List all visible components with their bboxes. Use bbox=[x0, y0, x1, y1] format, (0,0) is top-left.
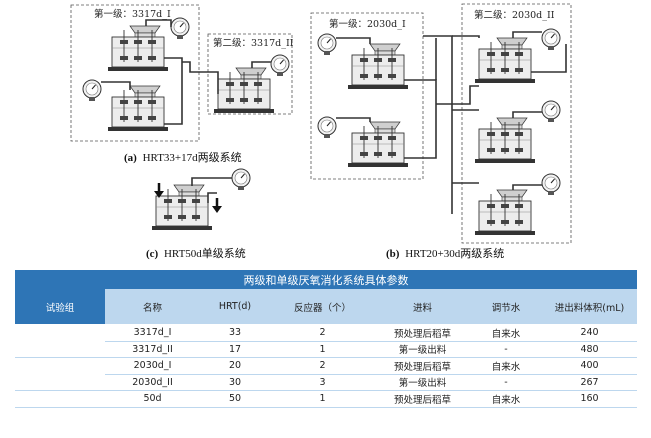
table-row: HRT50d 50d 50 1 预处理后稻草 自来水 160 bbox=[15, 390, 638, 408]
panel-b-stage2-reactor-3 bbox=[474, 189, 536, 236]
group-name-cell: HRT50d bbox=[15, 390, 105, 408]
parameters-table: 两级和单级厌氧消化系统具体参数 试验组 名称 HRT(d) 反应器（个） 进料 … bbox=[15, 270, 638, 408]
table-cell: 自来水 bbox=[470, 390, 542, 408]
table-row: HRT20+30d 2030d_I 20 2 预处理后稻草 自来水 400 bbox=[15, 357, 638, 391]
panel-a-pipes bbox=[101, 19, 271, 125]
panel-b-stage1-reactor-2 bbox=[347, 121, 409, 168]
panel-b-stage2-reactor-1 bbox=[474, 37, 536, 84]
table-cell: 2030d_II bbox=[105, 374, 200, 391]
panel-c-caption: (c) HRT50d单级系统 bbox=[146, 247, 246, 260]
table-cell: 267 bbox=[542, 374, 638, 391]
table-cell: 预处理后稻草 bbox=[375, 390, 470, 408]
panel-a-caption: (a) HRT33+17d两级系统 bbox=[124, 151, 242, 164]
panel-a-stage2-label: 第二级：3317d_II bbox=[213, 37, 294, 49]
panel-b-stage2-box bbox=[461, 3, 572, 244]
panel-b-gas-meter-1 bbox=[317, 33, 337, 56]
column-header: 反应器（个） bbox=[270, 289, 375, 325]
group-name-cell: HRT20+30d bbox=[15, 357, 105, 391]
table-cell: 1 bbox=[270, 390, 375, 408]
panel-a-reactor-2 bbox=[107, 85, 169, 132]
column-header: HRT(d) bbox=[200, 289, 270, 325]
system-diagram-figure: 第一级：3317d_I 第二级：3317d_II (a) HRT33+17d两级… bbox=[70, 3, 572, 260]
panel-c-gas-meter bbox=[231, 168, 251, 191]
table-cell: 17 bbox=[200, 341, 270, 358]
column-header: 进出料体积(mL) bbox=[542, 289, 638, 325]
table-cell: 第一级出料 bbox=[375, 341, 470, 358]
panel-b-stage1-box bbox=[310, 12, 424, 180]
table-cell: 30 bbox=[200, 374, 270, 391]
table-cell: 第一级出料 bbox=[375, 374, 470, 391]
table-cell: 33 bbox=[200, 324, 270, 342]
panel-a-stage1-box bbox=[70, 4, 200, 142]
panel-b-gas-meter-3 bbox=[541, 28, 561, 51]
table-cell: 400 bbox=[542, 357, 638, 375]
table-row: HRT33+17d 3317d_I 33 2 预处理后稻草 自来水 240 bbox=[15, 324, 638, 358]
table-row: 3317d_II 17 1 第一级出料 - 480 bbox=[15, 341, 638, 358]
table-cell: 2 bbox=[270, 357, 375, 375]
panel-b-caption: (b) HRT20+30d两级系统 bbox=[386, 247, 504, 260]
table-cell: 480 bbox=[542, 341, 638, 358]
table-cell: 3 bbox=[270, 374, 375, 391]
table-title: 两级和单级厌氧消化系统具体参数 bbox=[15, 270, 638, 289]
column-header: 调节水 bbox=[470, 289, 542, 325]
panel-b-stage1-label: 第一级：2030d_I bbox=[329, 18, 406, 30]
panel-a-gas-meter-2 bbox=[82, 79, 102, 102]
panel-c-pipe bbox=[191, 177, 232, 186]
table-cell: 50d bbox=[105, 390, 200, 408]
table-title-row: 两级和单级厌氧消化系统具体参数 bbox=[15, 270, 638, 289]
panel-a-gas-meter-1 bbox=[170, 17, 190, 40]
table-cell: 2030d_I bbox=[105, 357, 200, 375]
table-cell: 自来水 bbox=[470, 357, 542, 375]
panel-b-stage2-label: 第二级：2030d_II bbox=[474, 9, 555, 21]
column-header: 进料 bbox=[375, 289, 470, 325]
table-cell: 预处理后稻草 bbox=[375, 357, 470, 375]
panel-a-gas-meter-3 bbox=[270, 54, 290, 77]
table-cell: - bbox=[470, 341, 542, 358]
table-cell: 自来水 bbox=[470, 324, 542, 342]
panel-b-gas-meter-5 bbox=[541, 173, 561, 196]
table-cell: 240 bbox=[542, 324, 638, 342]
panel-b-stage1-reactor-1 bbox=[347, 43, 409, 90]
table-row: 2030d_II 30 3 第一级出料 - 267 bbox=[15, 374, 638, 391]
panel-a-reactor-3 bbox=[213, 67, 275, 114]
panel-b-pipes bbox=[336, 31, 567, 214]
table-cell: 1 bbox=[270, 341, 375, 358]
table-cell: 3317d_I bbox=[105, 324, 200, 342]
column-header: 名称 bbox=[105, 289, 200, 325]
panel-b-gas-meter-2 bbox=[317, 116, 337, 139]
table-cell: 160 bbox=[542, 390, 638, 408]
panel-c-outlet-pipe bbox=[207, 192, 217, 203]
table-cell: 2 bbox=[270, 324, 375, 342]
panel-a-stage1-label: 第一级：3317d_I bbox=[94, 8, 171, 20]
table-header-row: 试验组 名称 HRT(d) 反应器（个） 进料 调节水 进出料体积(mL) bbox=[15, 289, 638, 325]
panel-b-gas-meter-4 bbox=[541, 100, 561, 123]
panel-a-stage2-box bbox=[207, 33, 293, 115]
panel-c-arrows bbox=[154, 183, 222, 213]
table-cell: - bbox=[470, 374, 542, 391]
group-name-cell: HRT33+17d bbox=[15, 324, 105, 358]
table-cell: 3317d_II bbox=[105, 341, 200, 358]
panel-a-reactor-1 bbox=[107, 25, 169, 72]
table-cell: 50 bbox=[200, 390, 270, 408]
column-header: 试验组 bbox=[15, 289, 105, 325]
table-cell: 20 bbox=[200, 357, 270, 375]
table-cell: 预处理后稻草 bbox=[375, 324, 470, 342]
panel-b-stage2-reactor-2 bbox=[474, 117, 536, 164]
